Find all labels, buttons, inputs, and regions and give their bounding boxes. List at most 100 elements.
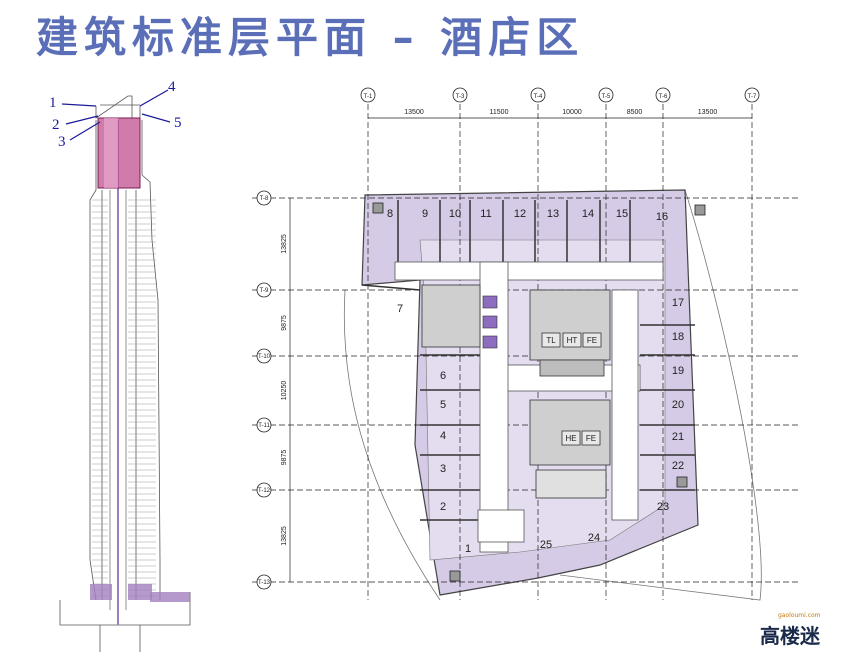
tower-right-edge [141, 120, 161, 600]
room-number: 22 [672, 460, 684, 472]
lift-car-3 [482, 335, 498, 349]
logo-text: 高楼迷 [760, 624, 820, 648]
podium-band-ext [150, 592, 190, 602]
room-number: 19 [672, 365, 684, 377]
marker-line-1 [61, 103, 97, 107]
room-number: 5 [440, 399, 446, 411]
room-number: 23 [657, 501, 669, 513]
core-room-label: FE [586, 434, 596, 443]
grid-col-label: T-3 [456, 94, 465, 100]
room-number: 4 [440, 430, 446, 442]
room-number: 6 [440, 370, 446, 382]
room-number: 16 [656, 211, 668, 223]
grid-row-label: T-13 [258, 580, 271, 586]
room-number: 11 [480, 208, 491, 220]
envelope-left [343, 289, 441, 601]
col-dimension: 13500 [404, 109, 424, 116]
room-number: 8 [387, 208, 393, 220]
hotel-zone-inner [104, 118, 118, 188]
grid-row-bubble [256, 417, 272, 433]
marker-line-4 [139, 89, 169, 107]
core-room-label: HT [567, 336, 578, 345]
grid-row-label: T-10 [258, 354, 271, 360]
core-room-box [561, 430, 581, 446]
grid-col-label: T-1 [364, 94, 373, 100]
grid-row-bubble [256, 482, 272, 498]
room-number: 25 [540, 539, 552, 551]
grid-col-bubble [530, 87, 546, 103]
col-dimension: 10000 [562, 109, 582, 116]
tower-left-edge [89, 120, 97, 601]
grid-col-bubble [655, 87, 671, 103]
row-dimension: 9875 [281, 315, 288, 331]
marker-line-3 [69, 121, 101, 141]
podium-band-right [128, 584, 152, 600]
row-dimension: 13825 [281, 526, 288, 546]
corridors [394, 261, 664, 553]
row-dimension: 13825 [281, 234, 288, 254]
room-number: 9 [422, 208, 428, 220]
lift-car-1 [482, 295, 498, 309]
col-dimension: 13500 [698, 109, 718, 116]
grid-row-label: T-11 [258, 423, 270, 429]
envelope-right [559, 189, 762, 601]
room-number: 2 [440, 501, 446, 513]
grid-col-bubble [360, 87, 376, 103]
marker-4: 4 [168, 79, 176, 95]
marker-1: 1 [49, 95, 57, 111]
room-partitions [361, 200, 695, 521]
room-number: 3 [440, 463, 446, 475]
grid-col-bubble [452, 87, 468, 103]
page-title: 建筑标准层平面 – 酒店区 [36, 13, 585, 62]
grid-col-label: T-6 [659, 94, 668, 100]
core-room-label: HE [565, 434, 576, 443]
room-number: 17 [672, 297, 684, 309]
room-number: 7 [397, 303, 403, 315]
column [694, 204, 706, 216]
col-dimension: 11500 [490, 109, 509, 116]
partition-7 [361, 284, 421, 291]
marker-2: 2 [52, 117, 60, 133]
core-room-box [562, 332, 582, 348]
marker-line-5 [141, 113, 171, 123]
core-room-box [581, 430, 601, 446]
core-north [529, 289, 611, 361]
site-logo: 高楼迷 [760, 620, 820, 649]
room-number: 12 [514, 208, 526, 220]
room-number: 20 [672, 399, 684, 411]
corridor-north [394, 261, 664, 281]
core-west-stair [421, 284, 481, 348]
core-room-label: FE [587, 336, 597, 345]
grid-row-label: T-12 [258, 488, 271, 494]
core-room-box [582, 332, 602, 348]
grid-row-bubble [256, 348, 272, 364]
room-number: 18 [672, 331, 684, 343]
grid-col-bubble [598, 87, 614, 103]
grid-row-bubble [256, 282, 272, 298]
room-number: 10 [449, 208, 461, 220]
corridor-west [479, 261, 509, 553]
marker-5: 5 [174, 115, 182, 131]
room-number: 14 [582, 208, 594, 220]
corridor-sw [477, 509, 525, 543]
room-number: 21 [672, 431, 684, 443]
grid-col-label: T-4 [534, 94, 543, 100]
grid-col-label: T-7 [748, 94, 757, 100]
room-number: 24 [588, 532, 600, 544]
lift-cars [482, 295, 498, 349]
column [449, 570, 461, 582]
row-dimension: 10250 [281, 381, 288, 401]
column [372, 202, 384, 214]
marker-3: 3 [58, 134, 66, 150]
room-number: 1 [465, 543, 471, 555]
lift-car-2 [482, 315, 498, 329]
grid-row-label: T-9 [260, 288, 269, 294]
corridor-east [611, 289, 639, 521]
logo-url: gaoloumi.com [778, 612, 821, 619]
col-dimension: 8500 [627, 109, 643, 116]
grid-col-bubble [744, 87, 760, 103]
podium-band-left [90, 584, 112, 600]
grid-row-bubble [256, 190, 272, 206]
